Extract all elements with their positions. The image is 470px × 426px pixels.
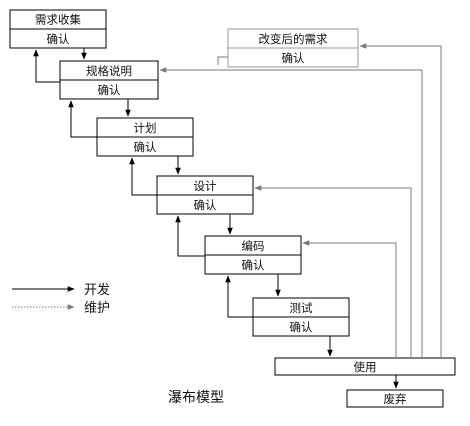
stage-requirements-gathering: 需求收集 确认	[9, 9, 107, 49]
legend: 开发 维护	[12, 282, 110, 316]
stage-title: 设计	[194, 179, 217, 193]
stage-title: 需求收集	[35, 13, 81, 27]
stage-use: 使用	[274, 357, 456, 376]
maintenance-use-to-coding	[302, 240, 397, 358]
stage-specification: 规格说明 确认	[59, 60, 159, 100]
stage-status: 确认	[134, 140, 157, 154]
stage-status: 确认	[282, 51, 305, 65]
stage-retire: 废弃	[346, 389, 444, 408]
stage-title: 改变后的需求	[259, 32, 328, 46]
legend-development-label: 开发	[84, 282, 110, 298]
maintenance-use-to-spec	[159, 67, 423, 358]
stage-changed-requirements: 改变后的需求 确认	[227, 28, 359, 68]
feedback-testing-to-coding	[225, 275, 253, 318]
stage-status: 确认	[98, 83, 121, 97]
stage-planning: 计划 确认	[96, 117, 194, 157]
feedback-design-to-planning	[129, 157, 157, 196]
stage-title: 规格说明	[86, 64, 132, 78]
stage-title: 计划	[134, 121, 157, 135]
stage-title: 编码	[242, 239, 265, 253]
maintenance-use-to-changed-requirements	[359, 43, 442, 358]
stage-title: 使用	[354, 360, 377, 374]
feedback-spec-to-requirements	[33, 49, 60, 83]
stage-title: 废弃	[384, 392, 407, 406]
stage-status: 确认	[194, 198, 217, 212]
stage-box	[274, 357, 456, 376]
stage-status: 确认	[290, 320, 313, 334]
stage-status: 确认	[47, 32, 70, 46]
stage-box	[346, 389, 444, 408]
stage-testing: 测试 确认	[252, 297, 350, 337]
stage-coding: 编码 确认	[204, 235, 302, 275]
maintenance-changed-to-spec-link	[217, 56, 228, 65]
maintenance-use-to-design	[254, 185, 412, 358]
diagram-caption: 瀑布模型	[168, 390, 224, 406]
legend-maintenance-label: 维护	[84, 301, 110, 316]
feedback-coding-to-design	[175, 215, 205, 257]
stage-title: 测试	[290, 301, 313, 315]
stage-design: 设计 确认	[156, 175, 254, 215]
stage-status: 确认	[242, 258, 265, 272]
feedback-planning-to-spec	[68, 100, 97, 138]
